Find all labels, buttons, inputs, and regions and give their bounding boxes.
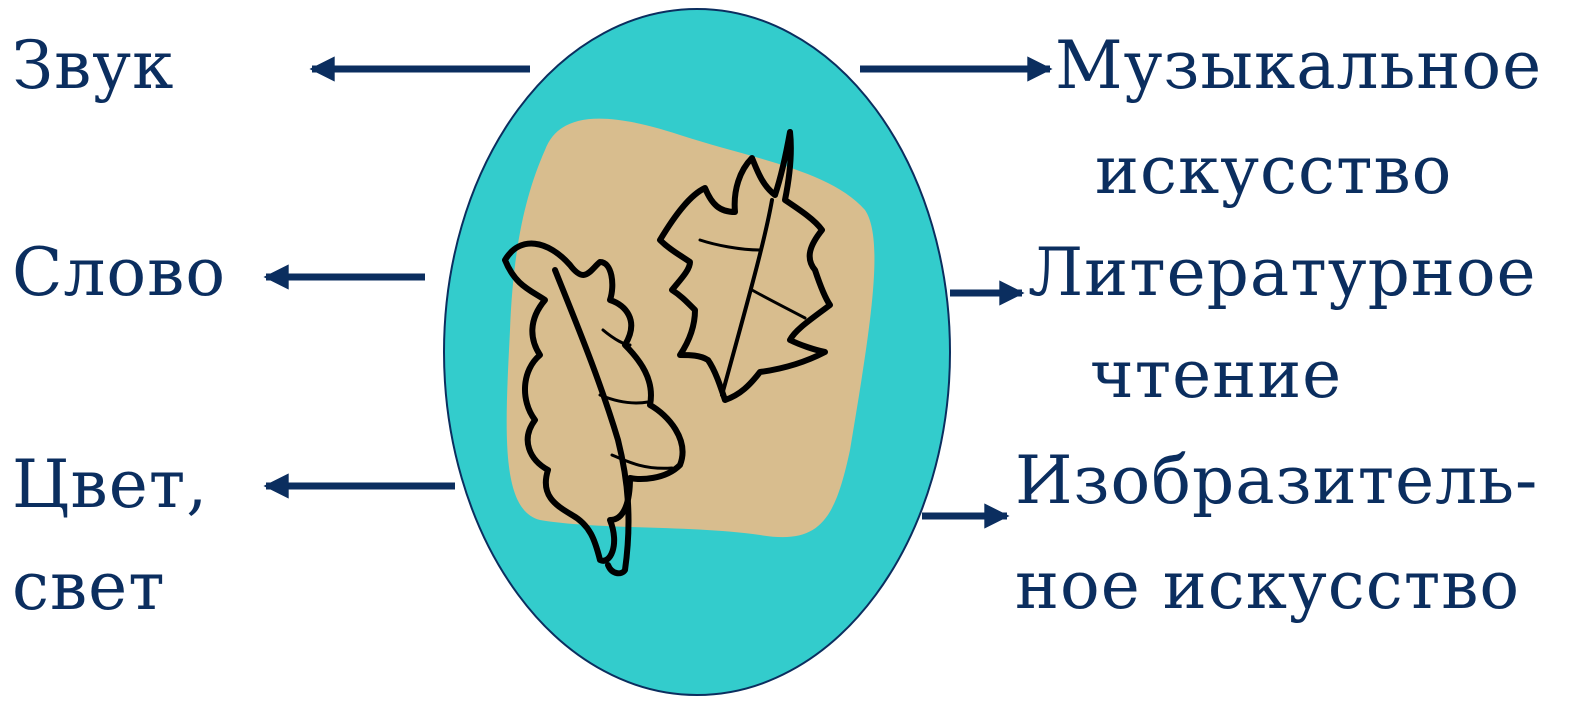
label-sound: Звук [12, 33, 174, 99]
label-color-line1: Цвет, [12, 452, 208, 518]
label-literature-line1: Литературное [1028, 240, 1537, 306]
label-art-line2: ное искусство [1015, 553, 1520, 619]
label-music-line2: искусство [1095, 138, 1452, 204]
label-literature-line2: чтение [1090, 342, 1342, 408]
label-art-line1: Изобразитель- [1015, 448, 1538, 514]
label-word: Слово [12, 240, 226, 306]
label-color-line2: свет [12, 554, 166, 620]
label-music-line1: Музыкальное [1055, 33, 1542, 99]
